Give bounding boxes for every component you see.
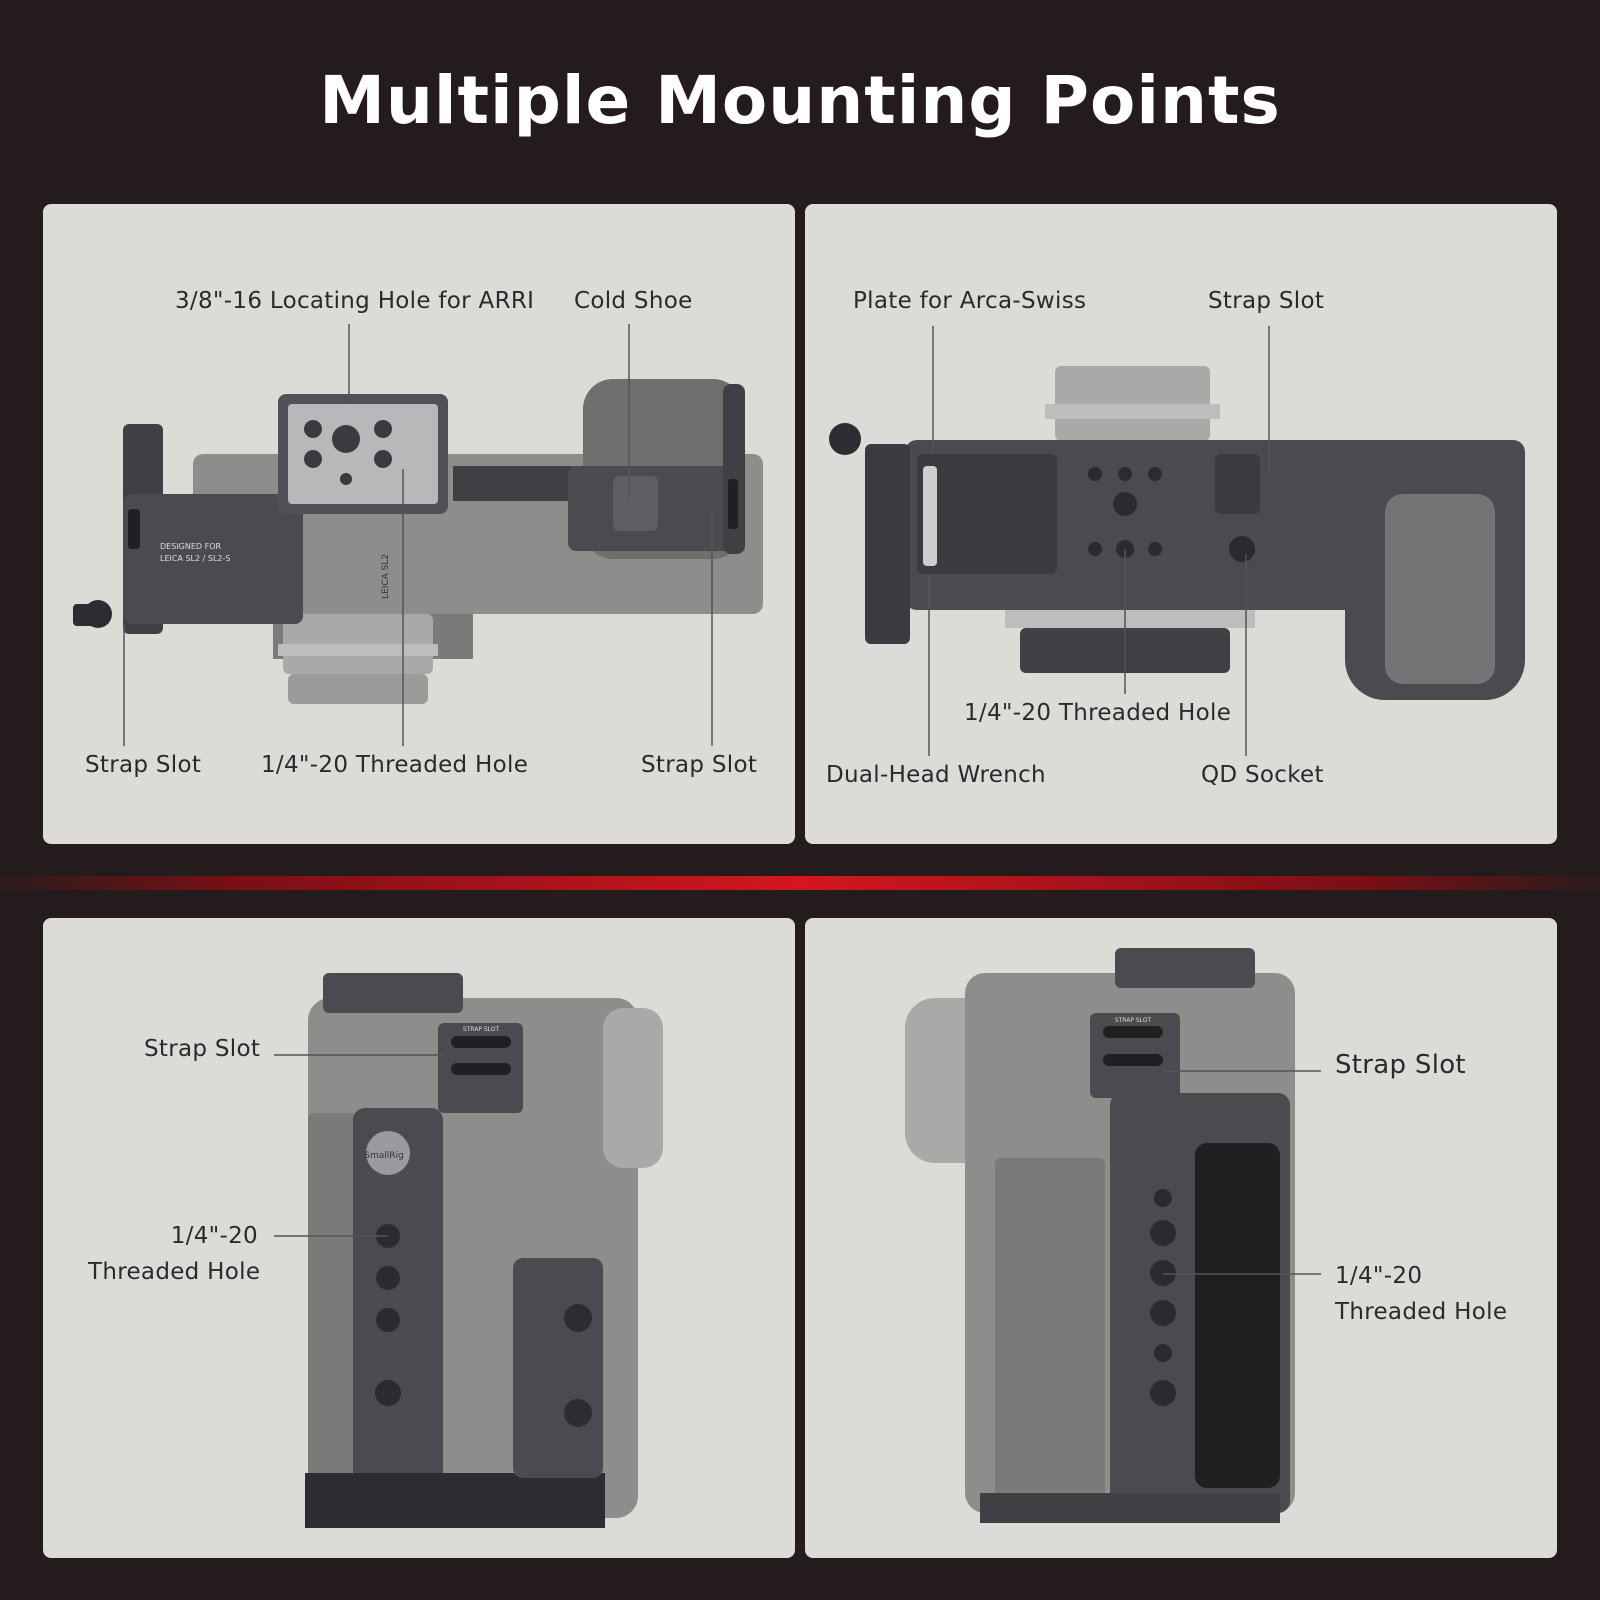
engraving-line1: DESIGNED FOR bbox=[160, 542, 221, 551]
brand-logo-text: SmallRig bbox=[364, 1151, 403, 1161]
panel-top-view: DESIGNED FOR LEICA SL2 / SL2-S LEICA SL2… bbox=[43, 204, 795, 844]
panel-right-side: STRAP SLOT Strap Slot 1/4"-20 Threaded H… bbox=[805, 918, 1557, 1558]
label-threaded-line1: 1/4"-20 bbox=[170, 1223, 258, 1249]
label-strap-slot: Strap Slot bbox=[1335, 1050, 1466, 1080]
label-threaded-line2: Threaded Hole bbox=[1335, 1299, 1508, 1325]
label-wrench: Dual-Head Wrench bbox=[826, 762, 1046, 788]
label-arca-plate: Plate for Arca-Swiss bbox=[853, 288, 1087, 314]
label-strap-slot-left: Strap Slot bbox=[85, 752, 202, 778]
page-title: Multiple Mounting Points bbox=[319, 62, 1281, 139]
label-strap-slot-right: Strap Slot bbox=[641, 752, 758, 778]
bottom-view-illustration bbox=[829, 326, 1525, 756]
red-divider bbox=[0, 876, 1600, 890]
label-threaded-hole: 1/4"-20 Threaded Hole bbox=[1335, 1258, 1507, 1330]
strap-engraving: STRAP SLOT bbox=[463, 1026, 500, 1033]
label-threaded-hole: 1/4"-20 Threaded Hole bbox=[261, 752, 529, 778]
label-threaded-line2: Threaded Hole bbox=[88, 1259, 261, 1285]
panel-bottom-view: Plate for Arca-Swiss Strap Slot 1/4"-20 … bbox=[805, 204, 1557, 844]
label-threaded-hole: 1/4"-20 Threaded Hole bbox=[88, 1218, 261, 1290]
label-locating-hole: 3/8"-16 Locating Hole for ARRI bbox=[175, 288, 535, 314]
strap-engraving: STRAP SLOT bbox=[1115, 1017, 1152, 1024]
camera-model-label: LEICA SL2 bbox=[381, 554, 391, 599]
label-qd-socket: QD Socket bbox=[1201, 762, 1324, 788]
engraving-line2: LEICA SL2 / SL2-S bbox=[160, 554, 230, 563]
label-strap-slot: Strap Slot bbox=[1208, 288, 1325, 314]
left-side-illustration: SmallRig STRAP SLOT bbox=[274, 973, 663, 1528]
right-side-illustration: STRAP SLOT bbox=[905, 948, 1321, 1523]
top-view-illustration: DESIGNED FOR LEICA SL2 / SL2-S LEICA SL2 bbox=[73, 324, 763, 746]
label-threaded-line1: 1/4"-20 bbox=[1335, 1263, 1423, 1289]
label-threaded-hole: 1/4"-20 Threaded Hole bbox=[964, 700, 1232, 726]
panel-left-side: SmallRig STRAP SLOT Strap Slot 1/4"-20 T… bbox=[43, 918, 795, 1558]
label-cold-shoe: Cold Shoe bbox=[574, 288, 693, 314]
label-strap-slot: Strap Slot bbox=[144, 1036, 261, 1062]
